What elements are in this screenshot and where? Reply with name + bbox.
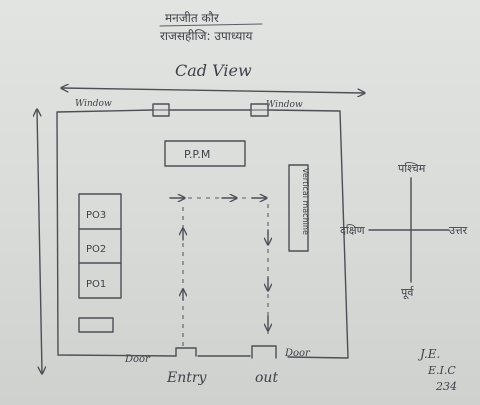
- ppm-label: P.P.M: [184, 148, 210, 161]
- po-box-1: PO1: [86, 279, 106, 290]
- header-underline: [159, 23, 263, 27]
- po-box-3: PO3: [86, 210, 106, 221]
- signature-line-3: 234: [435, 380, 457, 393]
- header-line-1: मनजीत कौर: [165, 11, 220, 25]
- compass-west: दक्षिण: [340, 224, 366, 237]
- diagram-title: Cad View: [175, 61, 252, 80]
- height-dimension-arrow: [37, 110, 42, 373]
- compass-north: पश्चिम: [398, 162, 426, 175]
- window-label-right: Window: [266, 100, 303, 110]
- signature-line-1: J.E.: [417, 347, 440, 361]
- header-line-2: राजसहीजि: उपाध्याय: [160, 29, 253, 43]
- window-label-left: Window: [75, 99, 112, 109]
- small-box: [78, 317, 114, 333]
- entry-door-symbol: [175, 347, 197, 357]
- exit-door-symbol: [251, 345, 277, 359]
- width-dimension-arrow: [62, 88, 364, 93]
- out-label: out: [255, 370, 278, 386]
- room-outline: [56, 109, 349, 359]
- ppm-box: [164, 140, 246, 167]
- vertical-machine-box: [288, 164, 309, 252]
- compass-south: पूर्व: [401, 286, 414, 300]
- vertical-machine-label: Vertical machine: [301, 168, 310, 235]
- entry-label: Entry: [166, 370, 208, 386]
- signature-line-2: E.I.C: [427, 364, 456, 377]
- po-box-2: PO2: [86, 244, 106, 255]
- compass-east: उत्तर: [449, 224, 468, 237]
- door-label-right: Door: [284, 348, 311, 359]
- po-stack: [78, 193, 122, 299]
- door-label-left: Door: [124, 354, 151, 365]
